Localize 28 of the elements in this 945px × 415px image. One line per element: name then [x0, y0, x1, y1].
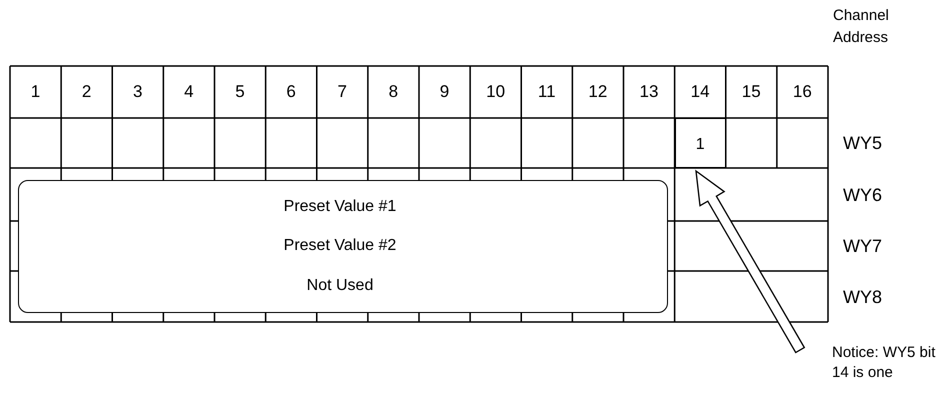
register-name: WY8 — [843, 286, 882, 308]
channel-number: 6 — [286, 82, 296, 102]
channel-number: 14 — [690, 82, 710, 102]
notice-note: Notice: WY5 bit 14 is one — [832, 343, 944, 387]
channel-number: 5 — [235, 82, 245, 102]
register-name: WY5 — [843, 132, 882, 154]
panel-text: Preset Value #2 — [284, 237, 396, 256]
column-heading: Channel Address — [833, 6, 890, 48]
channel-number: 12 — [588, 82, 608, 102]
bit-cell: 1 — [674, 118, 726, 168]
channel-number: 15 — [742, 82, 761, 102]
leader-arrow — [695, 170, 806, 354]
panel-text: Not Used — [306, 277, 374, 296]
channel-number: 4 — [184, 82, 194, 102]
channel-number: 3 — [133, 82, 142, 102]
register-name: WY7 — [843, 235, 882, 257]
channel-number: 16 — [792, 82, 812, 102]
panel-text: Preset Value #1 — [284, 198, 396, 216]
channel-number: 11 — [538, 82, 556, 102]
channel-number: 8 — [388, 82, 398, 102]
channel-number: 13 — [640, 82, 658, 102]
register-name: WY6 — [843, 184, 882, 206]
channel-number: 10 — [486, 82, 506, 102]
rounded-panel — [18, 180, 668, 313]
channel-number: 7 — [338, 82, 347, 102]
channel-number: 9 — [440, 82, 450, 102]
channel-number: 2 — [82, 82, 92, 102]
channel-number: 1 — [30, 82, 40, 102]
